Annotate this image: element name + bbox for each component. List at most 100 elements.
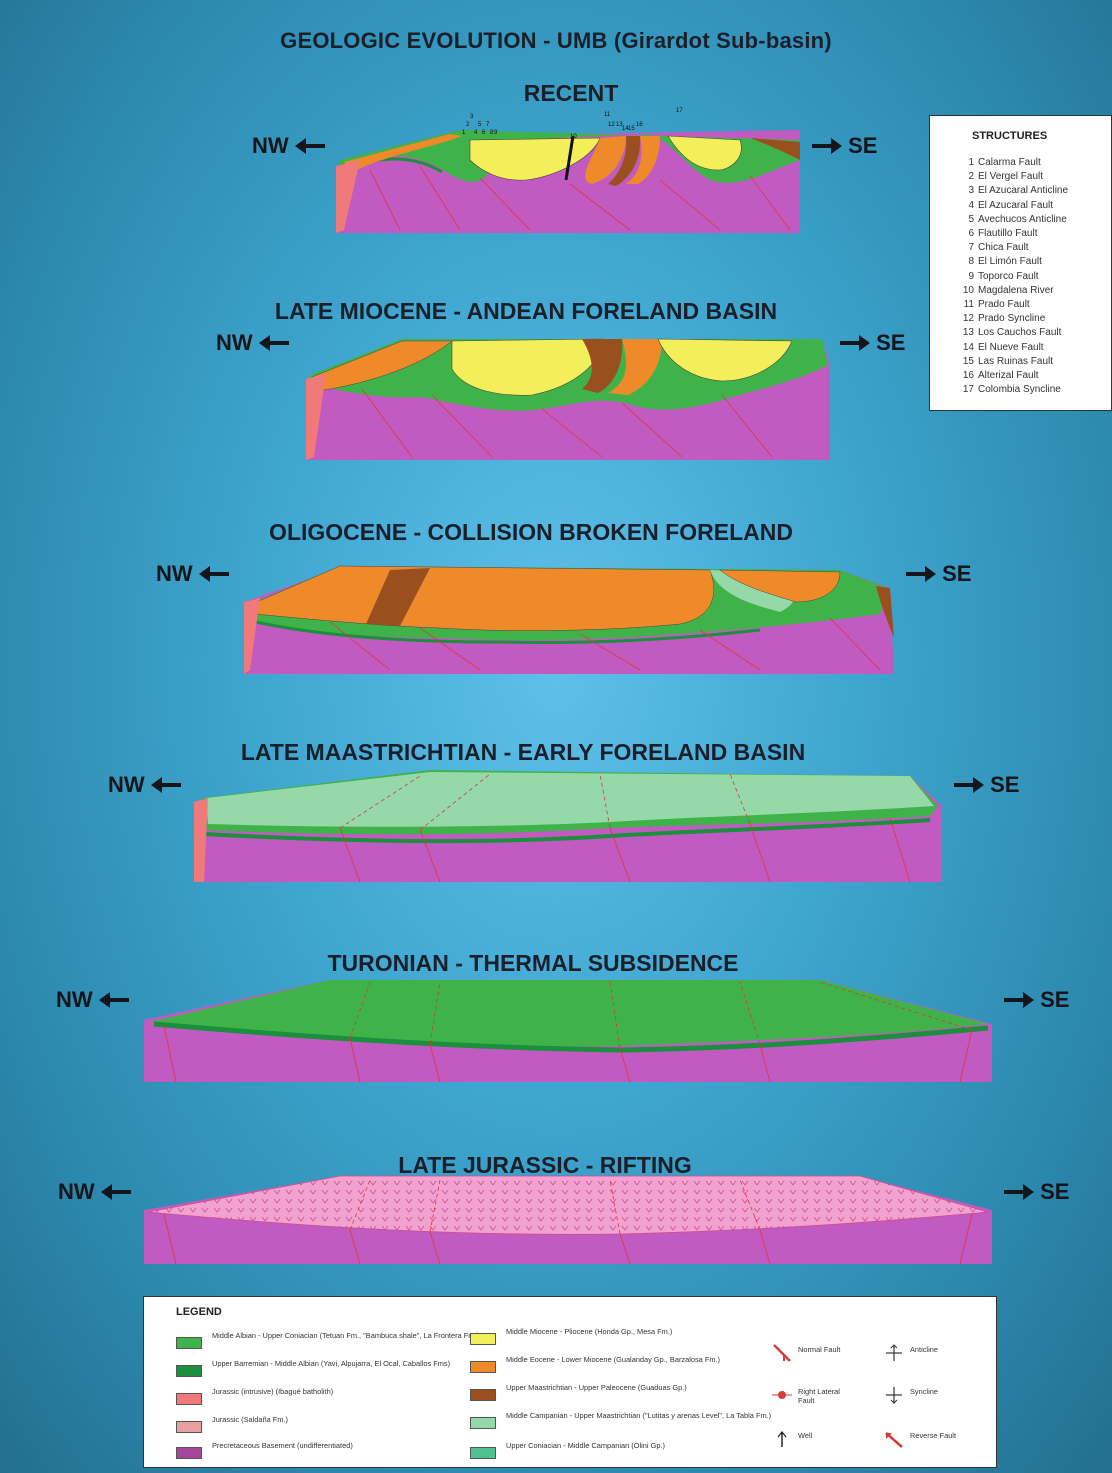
nw-direction-label: NW [58,1180,131,1204]
structure-number: 9 [960,270,974,284]
nw-direction-label: NW [56,988,129,1012]
figure-title: GEOLOGIC EVOLUTION - UMB (Girardot Sub-b… [0,28,1112,54]
se-direction-label: SE [840,331,905,355]
structure-item: 2 El Vergel Fault [960,170,1068,184]
unit-swatch [176,1393,202,1405]
structure-number: 7 [960,241,974,255]
structure-name: El Nueve Fault [978,342,1044,353]
se-text: SE [942,561,971,586]
unit-label: Upper Maastrichtian - Upper Paleocene (G… [506,1383,776,1392]
structure-item: 17 Colombia Syncline [960,383,1068,397]
se-direction-label: SE [812,134,877,158]
unit-label: Middle Albian - Upper Coniacian (Tetuan … [212,1331,482,1340]
cross-section-late-miocene [302,335,832,463]
unit-label: Jurassic (Saldaña Fm.) [212,1415,482,1424]
legend-symbol: Normal Fault [770,1341,870,1367]
arrow-right-icon [812,134,842,158]
structure-number: 1 [960,156,974,170]
structure-number: 2 [960,170,974,184]
legend-symbol: Well [770,1427,870,1453]
arrow-left-icon [99,988,129,1012]
structure-number-label: 5 [478,122,482,128]
cross-section-late-maastrichtian [190,766,946,886]
se-text: SE [1040,987,1069,1012]
structure-name: El Azucaral Fault [978,200,1053,211]
unit-label: Upper Barremian - Middle Albian (Yavi, A… [212,1359,482,1368]
structure-item: 12 Prado Syncline [960,312,1068,326]
stage-title-oligocene: OLIGOCENE - COLLISION BROKEN FORELAND [269,519,793,546]
symbol-label: Normal Fault [798,1345,858,1354]
well-icon [770,1429,794,1449]
structure-name: El Vergel Fault [978,171,1043,182]
cross-section-late-jurassic [140,1170,996,1268]
se-direction-label: SE [954,773,1019,797]
structure-item: 13 Los Cauchos Fault [960,326,1068,340]
se-text: SE [848,133,877,158]
structure-number-label: 17 [676,108,683,114]
arrow-left-icon [199,562,229,586]
nw-text: NW [56,987,93,1012]
structure-number: 5 [960,213,974,227]
structure-number: 12 [960,312,974,326]
unit-label: Middle Campanian - Upper Maastrichtian (… [506,1411,776,1420]
se-direction-label: SE [906,562,971,586]
se-text: SE [1040,1179,1069,1204]
legend-symbol: Reverse Fault [882,1427,982,1453]
unit-swatch [470,1333,496,1345]
structure-number: 17 [960,383,974,397]
unit-swatch [176,1365,202,1377]
structure-name: Colombia Syncline [978,384,1061,395]
symbol-label: Syncline [910,1387,970,1396]
arrow-right-icon [840,331,870,355]
structure-item: 9 Toporco Fault [960,270,1068,284]
structure-number-label: 4 [474,130,478,136]
cross-section-oligocene [240,558,900,678]
structure-name: Prado Syncline [978,313,1045,324]
structure-name: Alterizal Fault [978,370,1039,381]
structure-name: El Limón Fault [978,256,1042,267]
se-text: SE [990,772,1019,797]
structure-name: Calarma Fault [978,157,1041,168]
arrow-right-icon [954,773,984,797]
nw-direction-label: NW [216,331,289,355]
structure-item: 14 El Nueve Fault [960,341,1068,355]
structure-item: 8 El Limón Fault [960,255,1068,269]
nw-text: NW [156,561,193,586]
unit-label: Middle Eocene - Lower Miocene (Gualanday… [506,1355,776,1364]
arrow-left-icon [295,134,325,158]
structure-name: Las Ruinas Fault [978,356,1053,367]
structure-number: 10 [960,284,974,298]
symbol-label: Well [798,1431,858,1440]
unit-swatch [470,1417,496,1429]
structure-item: 3El Azucaral Anticline [960,184,1068,198]
nw-text: NW [216,330,253,355]
structure-name: Prado Fault [978,299,1030,310]
structure-number-label: 3 [470,114,474,120]
legend-symbol: Right Lateral Fault [770,1383,870,1409]
legend: LEGEND Middle Albian - Upper Coniacian (… [143,1296,997,1468]
structure-name: Toporco Fault [978,271,1039,282]
cross-section-turonian [140,974,996,1086]
symbol-label: Reverse Fault [910,1431,970,1440]
legend-symbol: Syncline [882,1383,982,1409]
unit-label: Jurassic (intrusive) (Ibagué batholith) [212,1387,482,1396]
nw-text: NW [252,133,289,158]
structure-number: 13 [960,326,974,340]
symbol-label: Anticline [910,1345,970,1354]
structure-name: Los Cauchos Fault [978,327,1061,338]
arrow-right-icon [906,562,936,586]
se-direction-label: SE [1004,1180,1069,1204]
structure-number: 16 [960,369,974,383]
structure-number: 15 [960,355,974,369]
structure-number: 14 [960,341,974,355]
structure-number: 8 [960,255,974,269]
normal-fault-icon [770,1343,794,1363]
structure-number-label: 7 [486,122,490,128]
arrow-left-icon [151,773,181,797]
arrow-right-icon [1004,988,1034,1012]
